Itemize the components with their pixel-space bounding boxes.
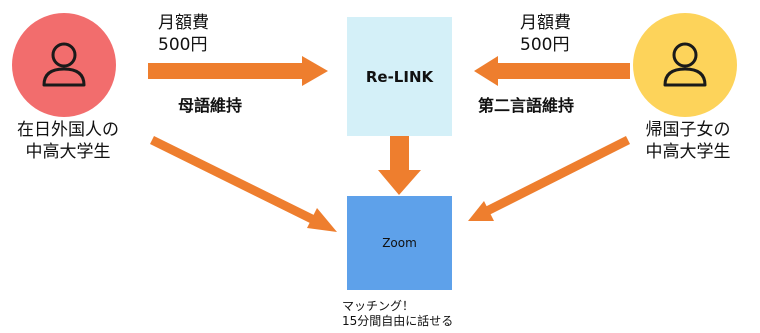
left-person-avatar — [12, 13, 116, 117]
person-icon — [42, 42, 86, 87]
right-person-avatar — [633, 13, 737, 117]
arrow-relink-to-zoom — [378, 132, 421, 195]
left-fee-label: 月額費 500円 — [158, 13, 209, 55]
left-arrow-label: 母語維持 — [178, 96, 243, 115]
right-arrow-label: 第二言語維持 — [478, 96, 575, 115]
matching-note: マッチング！ 15分間自由に話せる — [342, 299, 454, 328]
zoom-label: Zoom — [382, 236, 417, 250]
arrow-right-to-zoom — [468, 135, 631, 221]
arrow-left-to-relink — [148, 56, 328, 86]
arrow-right-to-relink — [474, 56, 630, 86]
relink-box: Re-LINK — [347, 17, 452, 136]
person-icon — [663, 42, 707, 87]
left-person-label: 在日外国人の 中高大学生 — [17, 120, 119, 162]
right-person-label: 帰国子女の 中高大学生 — [645, 120, 731, 162]
arrow-left-to-zoom — [150, 135, 337, 232]
right-fee-label: 月額費 500円 — [520, 13, 571, 55]
relink-label: Re-LINK — [365, 67, 434, 86]
zoom-box: Zoom — [347, 196, 452, 290]
